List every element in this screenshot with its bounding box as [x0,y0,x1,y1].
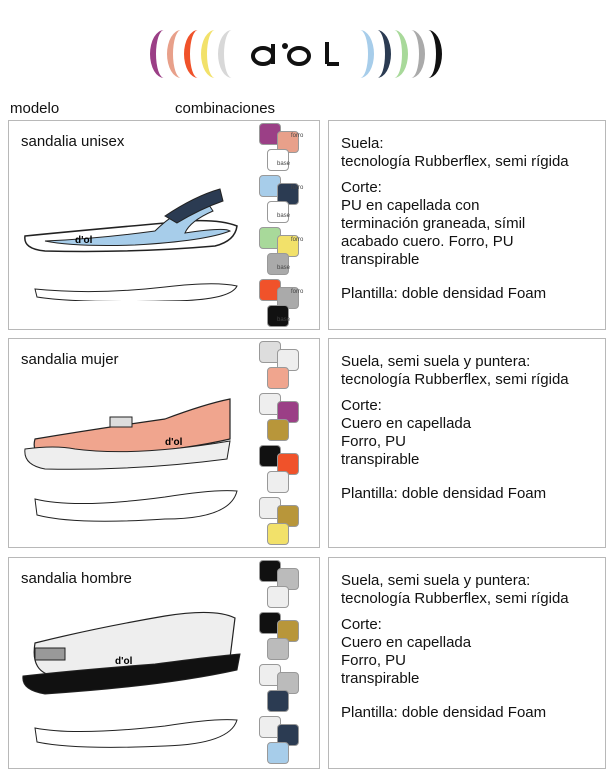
upper-description-line: terminación graneada, símil [341,215,526,232]
sandal-illustration: d'ol [15,598,245,763]
color-arc [428,30,442,78]
color-arc [377,30,391,78]
upper-description-line: acabado cuero. Forro, PU [341,233,514,250]
model-title: sandalia mujer [21,351,119,368]
color-arc [360,30,374,78]
color-swatch [267,367,289,389]
sole-title: Suela, semi suela y puntera: [341,572,531,589]
swatch-label-forro: forro [291,237,304,243]
model-panel: sandalia hombre d'ol [8,557,320,769]
insole-description: Plantilla: doble densidad Foam [341,285,547,302]
color-swatch [267,253,289,275]
upper-description-line: transpirable [341,670,420,687]
color-arc [184,30,198,78]
sandal-illustration: d'ol [15,161,245,306]
left-arc-group [150,30,232,78]
upper-description-line: Forro, PU [341,652,407,669]
color-combination[interactable] [259,341,311,391]
color-combination[interactable] [259,393,311,443]
color-combination[interactable]: forro base [259,279,311,329]
color-combination[interactable] [259,497,311,547]
upper-description-line: transpirable [341,451,420,468]
svg-text:d'ol: d'ol [115,656,133,667]
color-swatch [267,742,289,764]
color-arc [411,30,425,78]
sole-title: Suela, semi suela y puntera: [341,353,531,370]
color-swatch [267,471,289,493]
swatch-label-base: base [277,265,291,271]
sole-description: tecnología Rubberflex, semi rígida [341,153,569,170]
sole-description: tecnología Rubberflex, semi rígida [341,371,569,388]
swatch-label-base: base [277,161,291,167]
color-swatch [267,690,289,712]
spec-panel: Suela:tecnología Rubberflex, semi rígida… [328,120,606,330]
sandal-illustration: d'ol [15,379,245,544]
model-panel: sandalia mujer d'ol [8,338,320,548]
header-banner [0,0,614,95]
sole-description: tecnología Rubberflex, semi rígida [341,590,569,607]
color-arc [218,30,232,78]
color-swatch [267,149,289,171]
color-combination[interactable] [259,612,311,662]
color-swatch [267,419,289,441]
upper-description-line: Cuero en capellada [341,634,472,651]
spec-panel: Suela, semi suela y puntera:tecnología R… [328,557,606,769]
upper-description-line: transpirable [341,251,420,268]
svg-text:d'ol: d'ol [165,437,183,448]
color-arc [201,30,215,78]
color-arc [394,30,408,78]
swatch-label-forro: forro [291,289,304,295]
insole-description: Plantilla: doble densidad Foam [341,485,547,502]
upper-description-line: PU en capellada con [341,197,480,214]
upper-title: Corte: [341,616,382,633]
upper-description-line: Forro, PU [341,433,407,450]
upper-title: Corte: [341,397,382,414]
spec-panel: Suela, semi suela y puntera:tecnología R… [328,338,606,548]
color-swatch [267,523,289,545]
color-combination[interactable] [259,445,311,495]
insole-description: Plantilla: doble densidad Foam [341,704,547,721]
model-title: sandalia hombre [21,570,132,587]
upper-title: Corte: [341,179,382,196]
color-swatch [267,586,289,608]
color-combination[interactable] [259,664,311,714]
model-title: sandalia unisex [21,133,125,150]
color-combination[interactable] [259,716,311,766]
swatch-label-forro: forro [291,133,304,139]
color-swatch [267,305,289,327]
color-arc [150,30,164,78]
color-swatch [267,201,289,223]
column-header-model: modelo [10,100,60,117]
color-arc [167,30,181,78]
upper-description-line: Cuero en capellada [341,415,472,432]
color-combination[interactable] [259,560,311,610]
brand-logo [247,40,343,68]
swatch-label-forro: forro [291,185,304,191]
sole-title: Suela: [341,135,384,152]
color-combination[interactable]: forro base [259,175,311,225]
column-header-combinations: combinaciones [175,100,276,117]
svg-text:d'ol: d'ol [75,235,93,246]
swatch-label-base: base [277,317,291,323]
swatch-label-base: base [277,213,291,219]
right-arc-group [360,30,442,78]
color-combination[interactable]: forro base [259,227,311,277]
color-swatch [267,638,289,660]
color-combination[interactable]: forro base [259,123,311,173]
